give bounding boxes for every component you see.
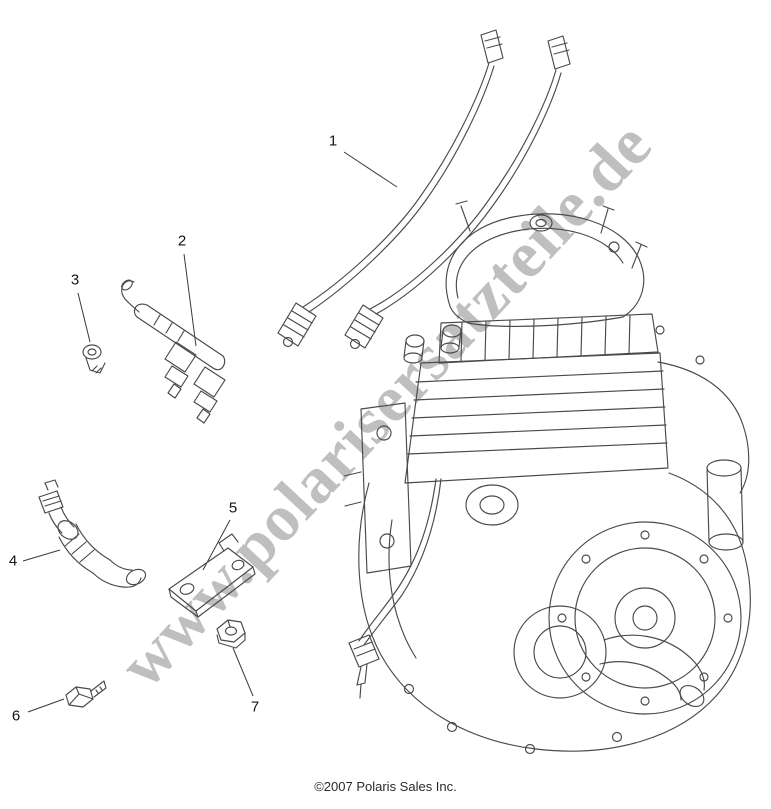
flange-nut-drawing (216, 619, 246, 649)
callout-number-6: 6 (11, 707, 21, 725)
copyright-text: ©2007 Polaris Sales Inc. (314, 779, 457, 794)
callout-number-7: 7 (250, 698, 260, 716)
bolt-drawing (65, 680, 107, 708)
vent-hose-drawing (38, 479, 147, 588)
callout-number-3: 3 (70, 271, 80, 289)
engine-assembly-drawing (343, 200, 751, 755)
leader-line-7 (232, 647, 254, 697)
leader-line-6 (27, 698, 65, 713)
leader-lines (22, 151, 398, 713)
callout-number-2: 2 (177, 232, 187, 250)
ignition-wires-drawing (277, 29, 571, 350)
sensor-bolt-drawing (82, 344, 106, 374)
callout-number-5: 5 (228, 499, 238, 517)
leader-line-2 (183, 253, 197, 347)
fuel-rail-drawing (121, 279, 226, 424)
mounting-bracket-drawing (168, 533, 256, 618)
leader-line-4 (22, 549, 61, 562)
callout-number-1: 1 (328, 132, 338, 150)
leader-line-1 (343, 151, 398, 188)
callout-number-4: 4 (8, 552, 18, 570)
leader-line-3 (77, 292, 91, 343)
